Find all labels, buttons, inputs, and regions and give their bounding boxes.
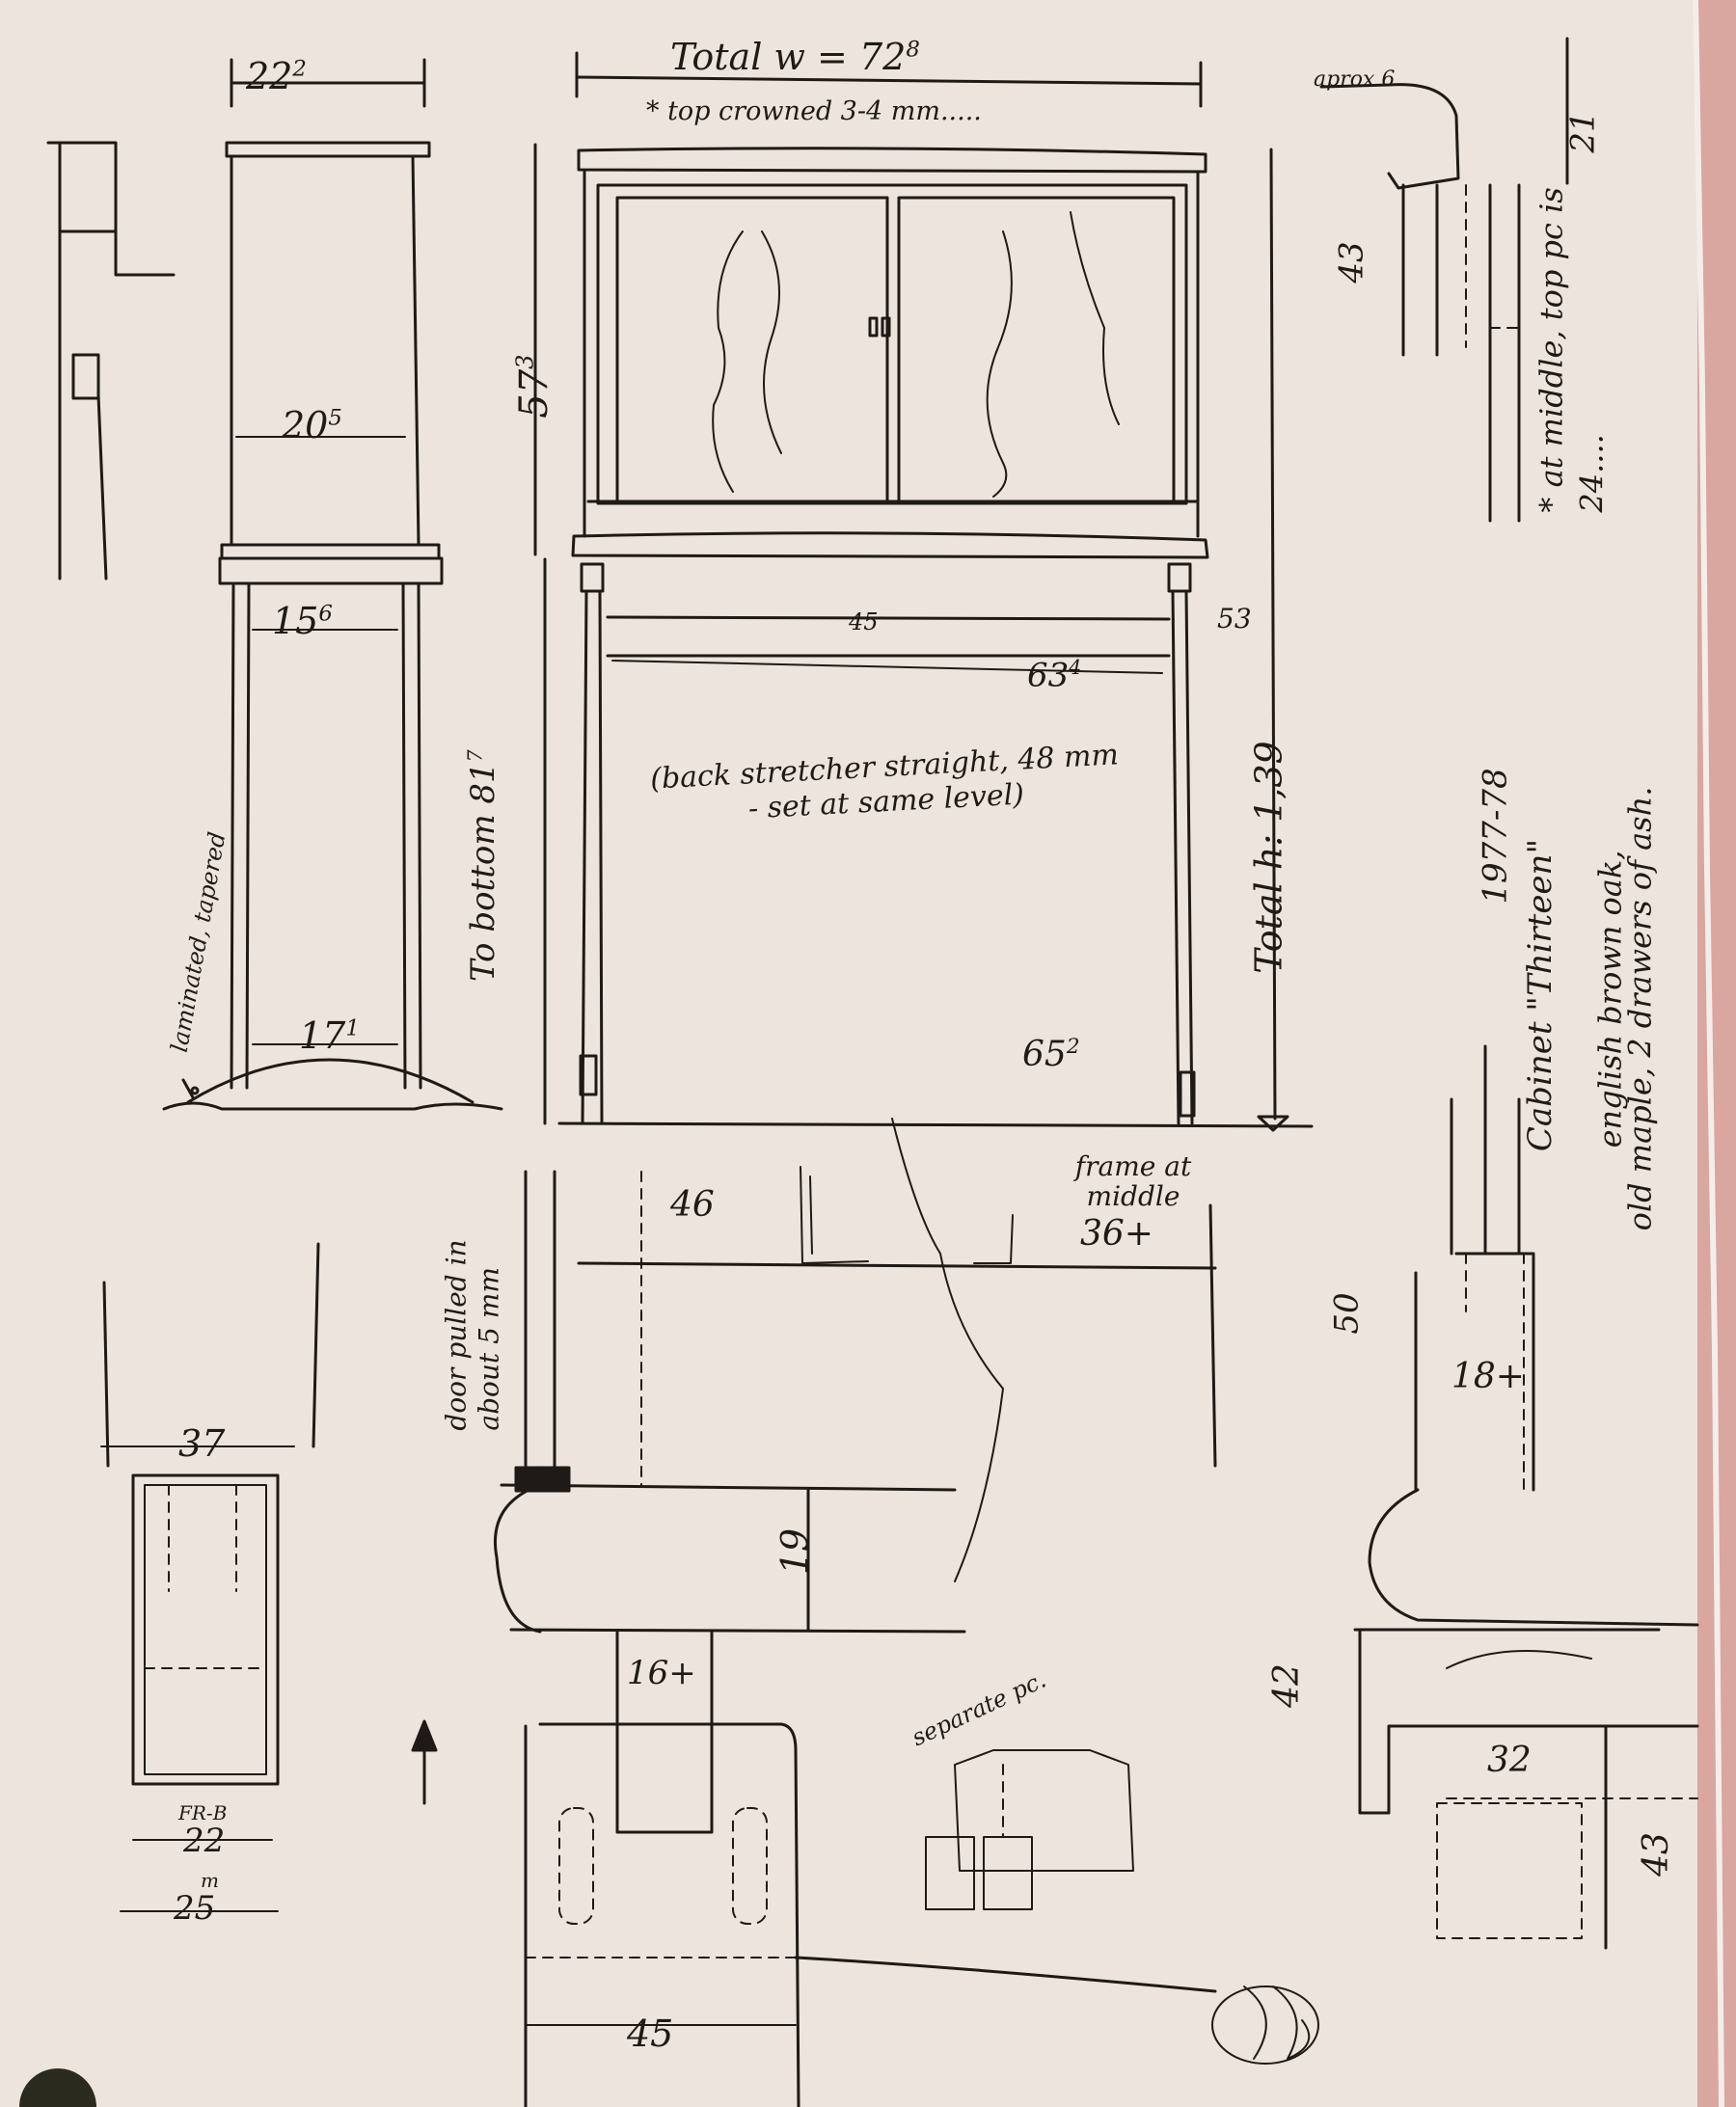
dim-32-label: 32 [1487,1741,1532,1780]
cabinet-title: Cabinet "Thirteen" [1521,838,1560,1152]
frame-note: frame at middle [1074,1150,1192,1212]
section-detail [411,1118,1217,2107]
dim-25-label: 25 [174,1889,216,1928]
total-height-label: Total h: 1,39 [1247,741,1290,974]
dim-18-label: 18+ [1451,1357,1525,1396]
top-detail [1319,37,1569,523]
side-leg-width-label: 156 [272,600,333,642]
side-top-width-label: 222 [246,55,307,97]
dim-42-label: 42 [1266,1663,1307,1708]
top-thickness-label: 21 [1563,111,1603,153]
side-foot-width-label: 171 [299,1014,360,1057]
aprox-label: aprox 6 [1314,68,1396,92]
dim-37-label: 37 [178,1422,226,1465]
signature-mark [1211,1985,1319,2065]
side-inner-width-label: 205 [282,404,342,446]
top-crowned-note: * top crowned 3-4 mm..... [646,96,982,126]
dim-43-bottom-label: 43 [1636,1832,1676,1877]
foot-width-label: 652 [1022,1035,1080,1074]
total-width-label: Total w = 728 [670,36,920,78]
front-view [533,51,1314,1132]
dim-46-label: 46 [670,1185,715,1225]
material-line-2: old maple, 2 drawers of ash. [1621,786,1659,1231]
dim-16-label: 16+ [627,1654,696,1692]
dim-36-label: 36+ [1080,1214,1153,1254]
dim-50-label: 50 [1327,1292,1367,1335]
stretcher-gap-label: 53 [1217,603,1252,635]
top-43-label: 43 [1332,241,1371,284]
middle-note: * at middle, top pc is 24.... [1533,187,1610,513]
dim-19-label: 19 [773,1527,817,1576]
rail-detail [1353,1044,1699,1950]
to-bottom-label: To bottom 817 [463,749,502,982]
cabinet-height-label: 573 [511,354,556,419]
leg-detail [100,1242,320,1912]
fr-b-label: FR-B [178,1801,228,1824]
dim-22-label: 22 [183,1822,226,1860]
door-pulled-note: door pulled in about 5 mm [440,1239,504,1431]
dim-45-bottom-label: 45 [627,2012,674,2055]
side-view [46,58,503,1111]
apron-width-label: 634 [1027,656,1082,695]
unit-m-label: m [201,1869,219,1892]
cabinet-year: 1977-78 [1476,768,1515,905]
stretcher-height-label: 45 [849,608,879,635]
